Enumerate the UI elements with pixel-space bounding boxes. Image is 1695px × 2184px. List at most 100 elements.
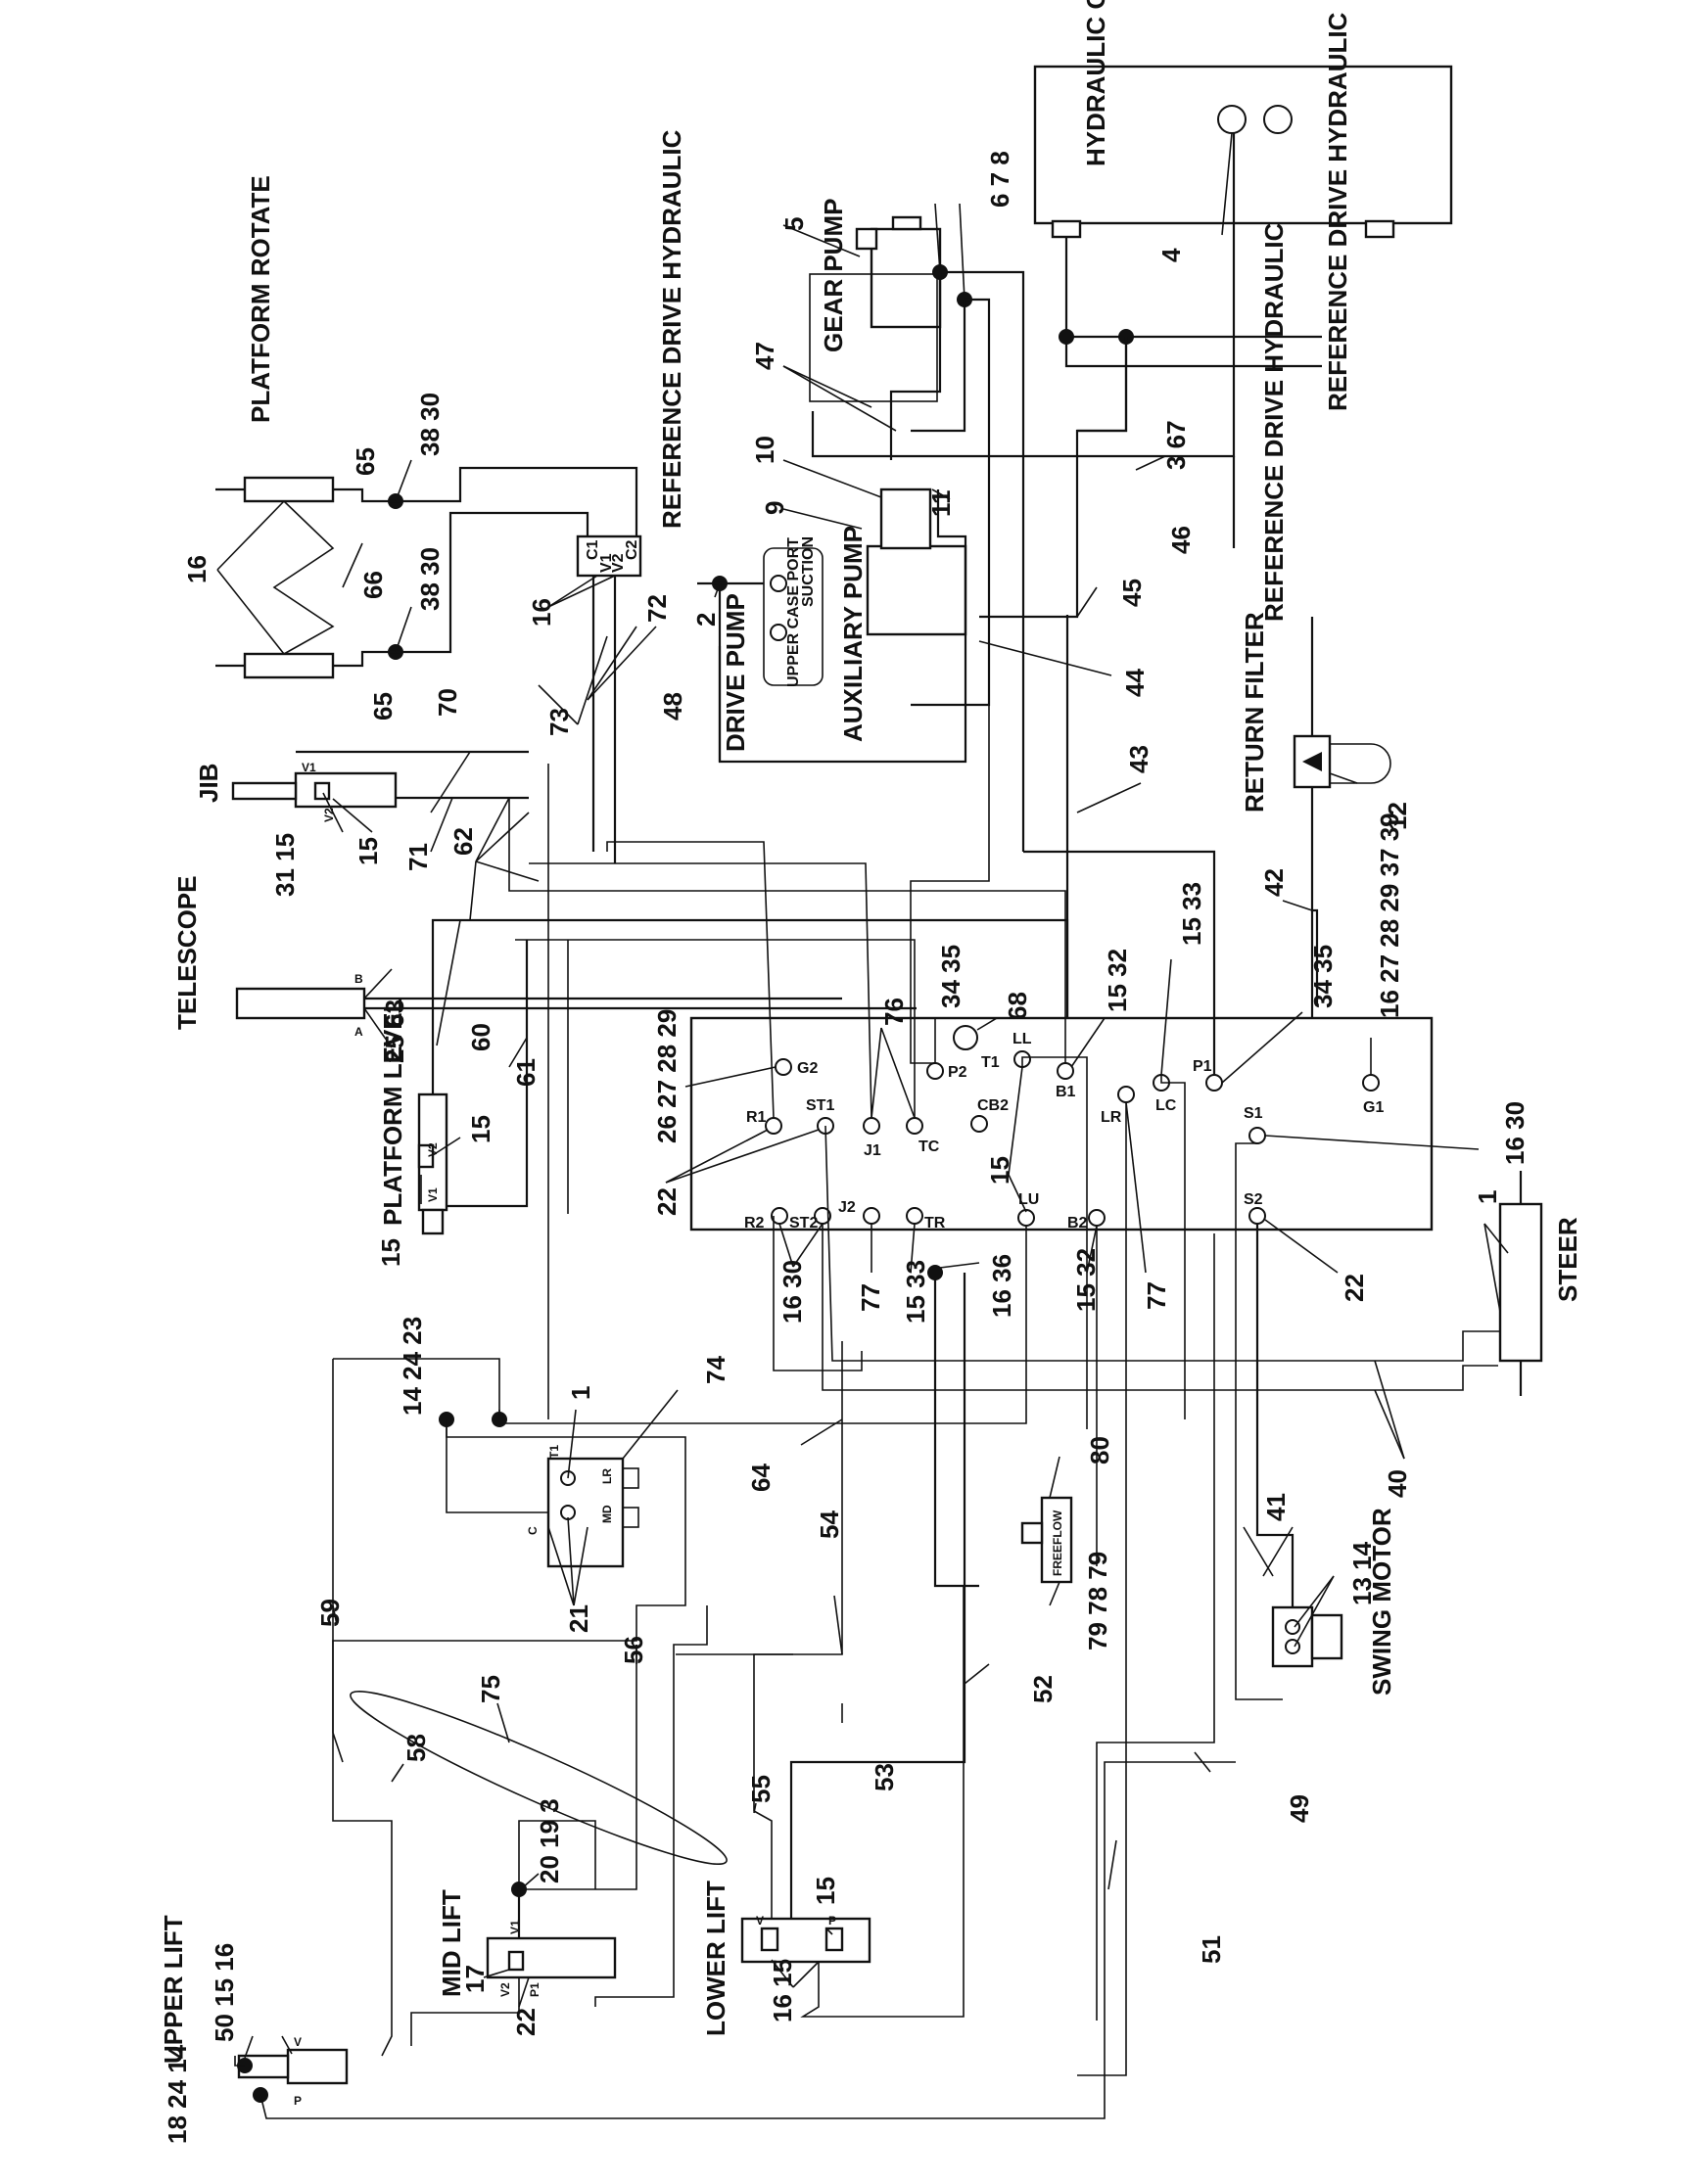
callout: 5 <box>779 217 809 231</box>
callout: 44 <box>1120 669 1150 697</box>
callout: 55 <box>746 1775 776 1803</box>
port-b2: B2 <box>1067 1215 1088 1231</box>
freeflow-valve: FREEFLOW <box>1020 1496 1073 1584</box>
callout: 68 <box>1003 992 1032 1020</box>
main-manifold <box>689 1016 1434 1231</box>
callout: 12 <box>1383 802 1412 830</box>
port-st2: ST2 <box>789 1215 818 1231</box>
callout: 15 32 <box>1103 949 1132 1012</box>
callout: 15 <box>376 1238 405 1267</box>
callout: 15 32 <box>1071 1248 1101 1312</box>
callout: 53 <box>870 1763 899 1791</box>
callout: 17 <box>460 1965 490 1993</box>
port-b1: B1 <box>1056 1084 1076 1100</box>
callouts: 5 6 7 8 4 47 10 9 11 3 67 46 45 44 43 42… <box>163 151 1530 2144</box>
manifold-ports: G2 R1 ST1 J1 TC P2 T1 CB2 LL B1 LR LC P1… <box>744 1025 1384 1231</box>
callout: 2 <box>691 613 721 627</box>
platform-rotate: PLATFORM ROTATE <box>215 175 335 679</box>
auxiliary-pump: AUXILIARY PUMP <box>838 488 967 742</box>
callout: 56 <box>619 1636 648 1664</box>
port-r2: R2 <box>744 1215 765 1231</box>
callout: 75 <box>476 1675 505 1703</box>
port-cb2: CB2 <box>977 1097 1009 1114</box>
gear-pump-label: GEAR PUMP <box>819 199 848 352</box>
port-g1: G1 <box>1363 1099 1384 1116</box>
valve-port-t1: T1 <box>547 1445 561 1459</box>
reference-notes: REFERENCE DRIVE HYDRAULIC REFERENCE DRIV… <box>657 12 1352 622</box>
callout: 20 19 3 <box>535 1798 564 1883</box>
mid-lift-cylinder: V1 V2 P1 MID LIFT <box>437 1889 617 1997</box>
callout: 21 <box>564 1604 593 1633</box>
callout: 79 78 79 <box>1083 1552 1112 1650</box>
platform-level-cylinder: V1 V2 PLATFORM LEVEL <box>378 997 448 1235</box>
callout: 71 <box>403 843 433 871</box>
port-r1: R1 <box>746 1109 767 1126</box>
port-v2: V2 <box>610 553 627 573</box>
callout: 15 <box>466 1115 495 1143</box>
port-p1: P1 <box>1193 1058 1212 1075</box>
callout: 18 24 14 <box>163 2044 192 2144</box>
telescope-label: TELESCOPE <box>172 876 202 1030</box>
tank-gauge-2 <box>1263 105 1293 134</box>
callout: 38 30 <box>415 547 445 611</box>
swing-motor-label: SWING MOTOR <box>1367 1508 1396 1696</box>
callout: 54 <box>815 1510 844 1539</box>
callout: 22 <box>652 1187 682 1216</box>
callout: 72 <box>642 594 672 623</box>
callout: 16 30 <box>777 1260 807 1324</box>
jib-label: JIB <box>194 764 223 803</box>
mid-lift-label: MID LIFT <box>437 1889 466 1997</box>
callout: 22 <box>1340 1274 1369 1302</box>
steer-cylinder: STEER <box>1498 1171 1582 1396</box>
reference-note-1: REFERENCE DRIVE HYDRAULIC <box>657 129 686 529</box>
callout: 45 <box>1117 579 1147 607</box>
drive-pump-label: DRIVE PUMP <box>721 593 750 752</box>
telescope-port-b: B <box>354 972 363 986</box>
callout: 52 <box>1028 1675 1058 1703</box>
midlift-port-v2: V2 <box>498 1982 512 1997</box>
lowerlift-port-p: P <box>828 1914 836 1928</box>
callout: 62 <box>448 827 478 856</box>
drive-pump: SUCTION UPPER CASE PORT DRIVE PUMP <box>721 536 824 752</box>
rotate-valve: C1 V1 V2 C2 <box>576 534 642 578</box>
callout: 65 <box>351 447 380 476</box>
port-tr: TR <box>924 1215 946 1231</box>
callout: 73 <box>544 708 574 736</box>
port-lu: LU <box>1018 1191 1039 1208</box>
freeflow-label: FREEFLOW <box>1051 1510 1064 1576</box>
callout: 59 <box>315 1599 345 1627</box>
callout: 25 63 <box>380 999 409 1063</box>
port-s2: S2 <box>1244 1191 1263 1208</box>
callout: 16 30 <box>1500 1101 1530 1165</box>
auxiliary-pump-label: AUXILIARY PUMP <box>838 526 868 742</box>
leader-lines <box>244 132 1509 2059</box>
valve-port-md: MD <box>600 1505 614 1523</box>
port-g2: G2 <box>797 1060 818 1077</box>
callout: 58 <box>401 1734 431 1762</box>
tank-label: HYDRAULIC OIL TANK <box>1081 0 1110 166</box>
tank-gauge-1 <box>1217 105 1247 134</box>
swing-motor: SWING MOTOR <box>1271 1508 1396 1696</box>
callout: 47 <box>750 342 779 370</box>
callout: 61 <box>511 1058 541 1087</box>
callout: 15 33 <box>901 1260 930 1324</box>
callout: 77 <box>1142 1281 1171 1310</box>
callout: 38 30 <box>415 393 445 456</box>
lower-lift-label: LOWER LIFT <box>701 1881 730 2036</box>
return-filter-label: RETURN FILTER <box>1240 612 1269 813</box>
upper-lift-cylinder: UPPER LIFT V P <box>159 1915 349 2108</box>
callout: 13 14 <box>1347 1541 1377 1605</box>
callout: 15 <box>811 1877 840 1905</box>
callout: 34 35 <box>936 945 965 1008</box>
upper-case-port-label: UPPER CASE PORT <box>785 537 802 687</box>
callout: 43 <box>1124 745 1154 773</box>
return-filter: RETURN FILTER <box>1240 612 1391 813</box>
callout: 31 15 <box>270 833 300 897</box>
callout: 11 <box>926 490 956 518</box>
callout: 16 <box>182 555 212 583</box>
callout: 9 <box>760 501 789 515</box>
jib-cylinder: V1 V2 JIB <box>194 761 398 822</box>
upperlift-port-v: V <box>294 2035 302 2049</box>
callout: 1 <box>1473 1190 1502 1204</box>
